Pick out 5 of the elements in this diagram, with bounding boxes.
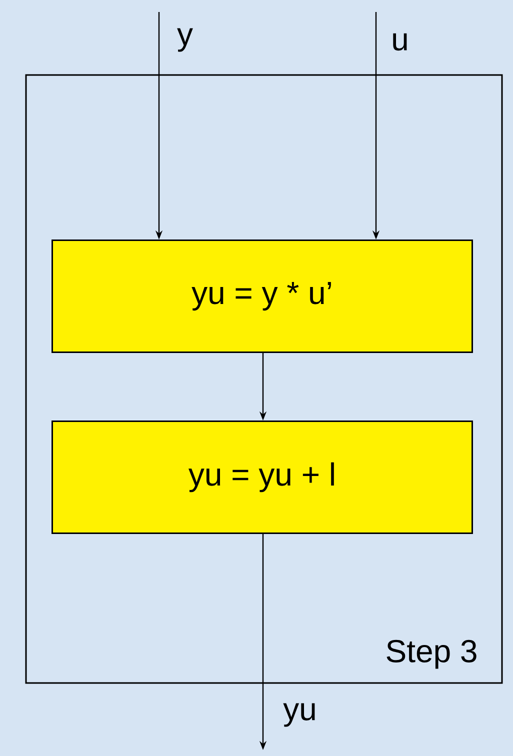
edge-label: y	[177, 28, 193, 52]
edge-label: yu	[283, 703, 315, 727]
process-box: yu = y * u’	[52, 240, 473, 353]
process-box: yu = yu + l	[52, 420, 473, 534]
edge-label: u	[393, 33, 407, 51]
